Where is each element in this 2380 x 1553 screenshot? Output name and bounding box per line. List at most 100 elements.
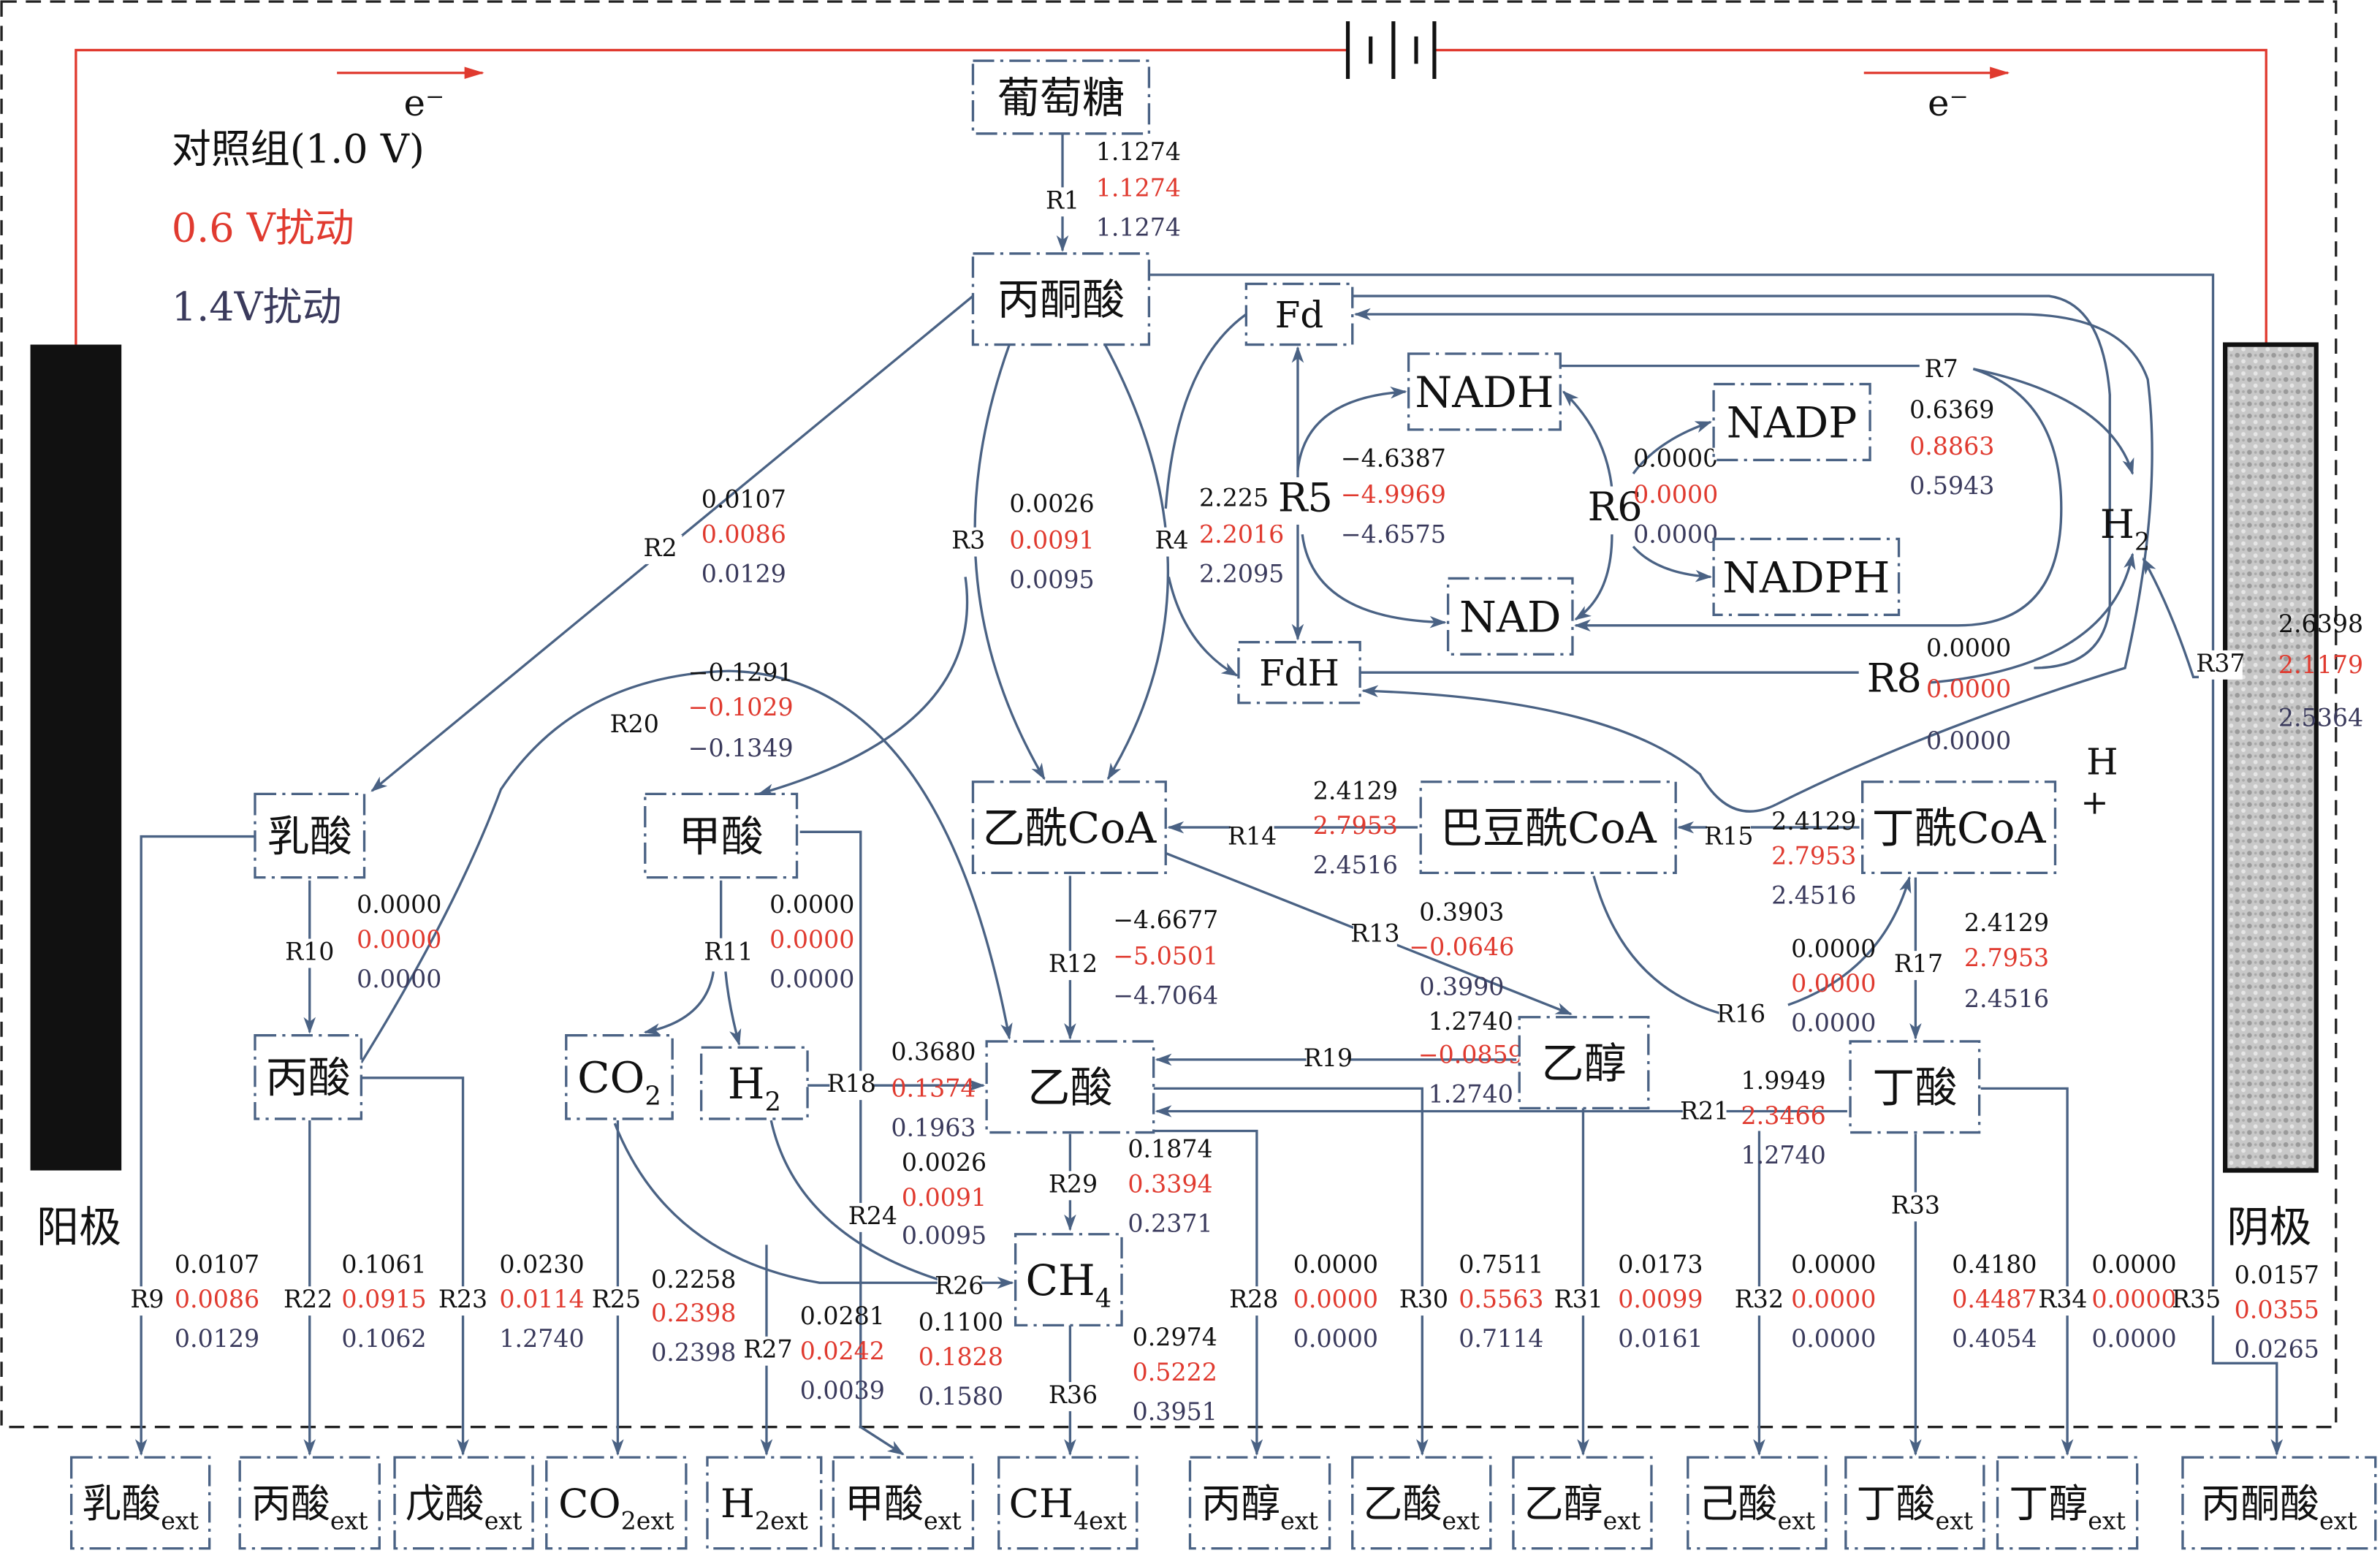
metabolite-node: 乙酰CoA <box>971 781 1167 875</box>
metabolite-node: NADH <box>1407 352 1562 431</box>
external-metabolite-node: CO2ext <box>545 1456 688 1550</box>
node-box <box>1351 1456 1492 1550</box>
flux-control: 0.0000 <box>357 890 441 919</box>
node-label-subscript: ext <box>330 1506 368 1535</box>
reaction-id: R14 <box>1228 822 1277 851</box>
flux-control: 0.6369 <box>1909 395 1994 424</box>
flux-control: 1.1274 <box>1096 137 1181 166</box>
node-label-main: 甲酸 <box>678 811 763 861</box>
flux-control: 0.1061 <box>341 1250 426 1278</box>
external-metabolite-node: 丙酸ext <box>238 1456 381 1550</box>
node-label-main: CO <box>558 1481 621 1527</box>
flux-0.6v: 0.0000 <box>1791 969 1876 998</box>
reaction-id: R27 <box>743 1335 792 1364</box>
flux-1.4v: 1.1274 <box>1096 213 1181 242</box>
node-label-subscript: ext <box>484 1506 522 1535</box>
label-background <box>1051 1382 1095 1411</box>
flux-1.4v: 0.5943 <box>1909 471 1994 500</box>
proton-plus: + <box>2080 783 2108 821</box>
reaction-id: R12 <box>1049 949 1098 978</box>
reaction-id: R23 <box>438 1285 487 1313</box>
flux-1.4v: 2.2095 <box>1199 559 1284 588</box>
node-label-main: H <box>721 1481 755 1527</box>
node-label: NADP <box>1727 398 1858 447</box>
label-background <box>1682 1098 1727 1128</box>
node-label: 丙酸ext <box>251 1481 368 1535</box>
node-label: NAD <box>1459 592 1562 642</box>
external-metabolite-node: 乙醇ext <box>1512 1456 1653 1550</box>
reaction-id: R5 <box>1278 474 1333 520</box>
metabolite-node: 甲酸 <box>644 792 799 879</box>
proton-label: H + <box>2080 740 2118 821</box>
node-box <box>1712 382 1871 462</box>
node-box <box>1407 352 1562 431</box>
external-metabolite-node: 丁醇ext <box>1996 1456 2139 1550</box>
label-background <box>125 1286 170 1316</box>
flux-1.4v: 2.4516 <box>1313 851 1398 879</box>
node-label: 丙酮酸 <box>997 275 1125 324</box>
metabolite-node: 乙酸 <box>985 1040 1155 1134</box>
flux-control: 0.0026 <box>1009 490 1094 518</box>
node-box <box>1419 781 1677 875</box>
label-background <box>1306 1044 1350 1074</box>
reaction-id: R25 <box>592 1285 641 1313</box>
reaction-id: R34 <box>2038 1285 2087 1313</box>
flux-0.6v: 2.7953 <box>1313 811 1398 840</box>
flux-control: 0.0000 <box>1791 934 1876 962</box>
legend-0.6v: 0.6 V扰动 <box>172 205 354 251</box>
node-label-main: 丁酰CoA <box>1872 803 2047 853</box>
node-box <box>1512 1456 1653 1550</box>
node-label: 葡萄糖 <box>997 73 1125 123</box>
node-box <box>69 1456 211 1550</box>
reaction-id: R9 <box>130 1285 164 1313</box>
node-box <box>971 252 1151 346</box>
reaction-id: R33 <box>1891 1191 1940 1219</box>
node-label: 丙酸 <box>266 1053 351 1103</box>
node-label: NADH <box>1415 368 1554 417</box>
reaction-id: R18 <box>827 1069 876 1098</box>
node-label-subscript: ext <box>1280 1506 1318 1535</box>
metabolite-node: H2 <box>2100 501 2150 556</box>
node-label-subscript: 4ext <box>1073 1506 1128 1535</box>
node-label-main: 乙酸 <box>1363 1481 1442 1527</box>
node-box <box>1518 1016 1650 1110</box>
label-background <box>638 535 683 564</box>
edge-r24 <box>799 830 905 1456</box>
flux-0.6v: 0.5563 <box>1459 1285 1543 1313</box>
external-metabolite-node: 乙酸ext <box>1351 1456 1492 1550</box>
edge-r30 <box>1153 1087 1429 1457</box>
flux-0.6v: 0.2398 <box>651 1299 736 1327</box>
node-label-main: 丙酸 <box>251 1481 330 1527</box>
label-background <box>1896 951 1941 981</box>
edge-r3 <box>973 343 1046 781</box>
flux-control: 2.4129 <box>1964 908 2049 937</box>
edge-r6-nadph <box>1632 545 1713 582</box>
node-box <box>1188 1456 1331 1550</box>
reaction-labels: R11.12741.12741.1274R20.01070.00860.0129… <box>125 137 2363 1426</box>
label-background <box>2174 1286 2219 1316</box>
reaction-id: R22 <box>284 1285 332 1313</box>
node-label-subscript: ext <box>1603 1506 1641 1535</box>
node-label-main: 甲酸 <box>845 1481 924 1527</box>
node-label: H2ext <box>721 1481 809 1535</box>
node-box <box>1861 781 2057 875</box>
flux-1.4v: 0.7114 <box>1459 1324 1543 1353</box>
flux-1.4v: 2.5364 <box>2278 704 2363 732</box>
edge-r34 <box>1980 1087 2074 1457</box>
edge-r4 <box>1103 343 1170 781</box>
edge-r7-nad <box>1574 368 2063 632</box>
flux-0.6v: −0.0859 <box>1418 1041 1524 1069</box>
node-box <box>985 1040 1155 1134</box>
external-metabolite-node: 丙酮酸ext <box>2181 1456 2377 1550</box>
flux-0.6v: 2.7953 <box>1964 943 2049 972</box>
node-box <box>971 781 1167 875</box>
flux-0.6v: 0.0091 <box>1009 526 1094 555</box>
node-label: CH4ext <box>1009 1481 1128 1535</box>
